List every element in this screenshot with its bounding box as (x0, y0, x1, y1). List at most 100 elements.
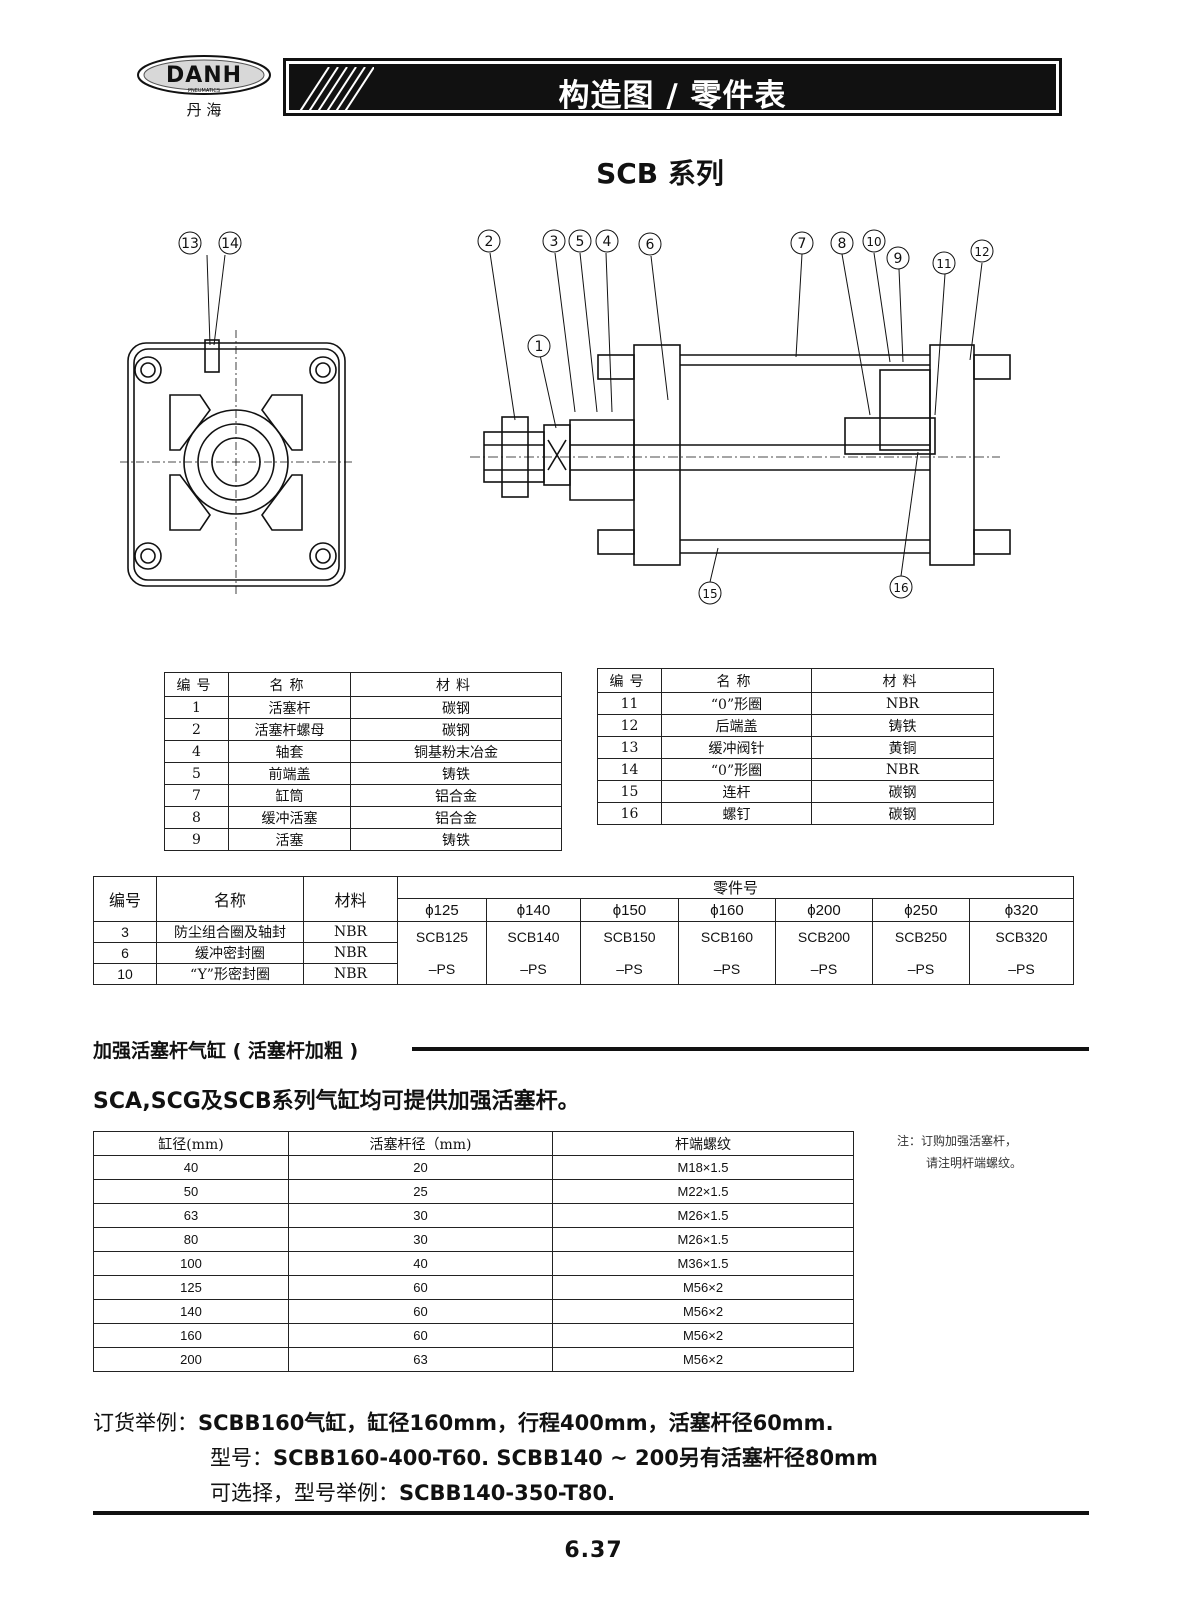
code-cell: SCB320–PS (969, 921, 1074, 985)
callout-4: 4 (595, 229, 619, 253)
logo-cn: 丹 海 (187, 101, 222, 119)
callout-13: 13 (178, 231, 202, 255)
cell-no: 5 (164, 762, 229, 785)
cell-name: 前端盖 (228, 762, 351, 785)
bore-cell: ϕ160 (678, 898, 776, 922)
section-rule (412, 1047, 1089, 1051)
callout-16: 16 (889, 575, 913, 599)
rod-cell: M18×1.5 (552, 1155, 854, 1180)
bore-cell: ϕ320 (969, 898, 1074, 922)
svg-text:3: 3 (550, 234, 559, 250)
rod-cell: 200 (93, 1347, 289, 1372)
rod-cell: 100 (93, 1251, 289, 1276)
note-line-1: 注：订购加强活塞杆， (897, 1134, 1018, 1148)
cell-no: 14 (597, 758, 662, 781)
rod-cell: M56×2 (552, 1347, 854, 1372)
callout-3: 3 (542, 229, 566, 253)
rod-cell: 60 (288, 1275, 553, 1300)
cell-name: “0”形圈 (661, 692, 812, 715)
cell-no: 11 (597, 692, 662, 715)
bore-cell: ϕ140 (486, 898, 581, 922)
cell-no: 8 (164, 806, 229, 829)
callout-10: 10 (862, 229, 886, 253)
seal-name: 防尘组合圈及轴封 (156, 921, 304, 943)
order-example: 订货举例：SCBB160气缸，缸径160mm，行程400mm，活塞杆径60mm.… (93, 1406, 878, 1511)
cell-material: 铸铁 (350, 762, 562, 785)
svg-text:2: 2 (485, 234, 494, 250)
cell-material: NBR (811, 692, 994, 715)
callout-5: 5 (568, 229, 592, 253)
callout-7: 7 (790, 231, 814, 255)
code-cell: SCB125–PS (397, 921, 487, 985)
code-cell: SCB140–PS (486, 921, 581, 985)
order-label-2: 型号： (210, 1446, 273, 1470)
cell-no: 1 (164, 696, 229, 719)
rod-cell: M56×2 (552, 1275, 854, 1300)
cell-material: 铸铁 (350, 828, 562, 851)
header-no: 编号 (597, 668, 662, 693)
cell-material: 碳钢 (350, 696, 562, 719)
leader-lines (206, 252, 983, 583)
page-number: 6.37 (564, 1538, 623, 1563)
cell-name: 轴套 (228, 740, 351, 763)
order-note: 注：订购加强活塞杆， 请注明杆端螺纹。 (897, 1130, 1022, 1174)
side-view (470, 344, 1011, 566)
cell-name: 缸筒 (228, 784, 351, 807)
order-line-2: SCBB160-400-T60. SCBB140 ~ 200另有活塞杆径80mm (273, 1446, 878, 1470)
rod-cell: 20 (288, 1155, 553, 1180)
seal-material: NBR (303, 921, 398, 943)
bottom-rule (93, 1511, 1089, 1515)
callout-11: 11 (932, 251, 956, 275)
rod-cell: 160 (93, 1323, 289, 1348)
logo-text: DANH (166, 63, 242, 88)
order-line-3: SCBB140-350-T80. (399, 1481, 616, 1505)
order-label: 订货举例： (93, 1411, 198, 1435)
cell-name: 螺钉 (661, 802, 812, 825)
cell-material: 铜基粉末冶金 (350, 740, 562, 763)
code-cell: SCB200–PS (775, 921, 873, 985)
rod-cell: 60 (288, 1323, 553, 1348)
svg-text:12: 12 (974, 245, 989, 259)
seal-material: NBR (303, 942, 398, 964)
header-no: 编号 (164, 672, 229, 697)
callout-15: 15 (698, 581, 722, 605)
svg-text:5: 5 (576, 234, 585, 250)
code-cell: SCB250–PS (872, 921, 970, 985)
cell-name: “0”形圈 (661, 758, 812, 781)
cell-material: 碳钢 (811, 780, 994, 803)
rod-cell: 125 (93, 1275, 289, 1300)
svg-text:15: 15 (702, 587, 717, 601)
svg-text:14: 14 (221, 236, 239, 252)
code-cell: SCB150–PS (580, 921, 679, 985)
svg-text:10: 10 (866, 235, 881, 249)
cell-no: 4 (164, 740, 229, 763)
cell-no: 13 (597, 736, 662, 759)
rod-cell: 140 (93, 1299, 289, 1324)
cell-no: 9 (164, 828, 229, 851)
rod-cell: 25 (288, 1179, 553, 1204)
header-rod: 活塞杆径（mm) (288, 1131, 553, 1156)
callout-2: 2 (477, 229, 501, 253)
code-cell: SCB160–PS (678, 921, 776, 985)
table-header-row: 编号 名称 材料 (597, 668, 994, 693)
header-name: 名称 (156, 876, 304, 922)
seal-name: “Y”形密封圈 (156, 963, 304, 985)
header-name: 名称 (661, 668, 812, 693)
header-banner: 构造图 / 零件表 (283, 58, 1062, 116)
header-no: 编号 (93, 876, 157, 922)
rod-cell: 50 (93, 1179, 289, 1204)
cell-name: 缓冲活塞 (228, 806, 351, 829)
cell-name: 活塞杆螺母 (228, 718, 351, 741)
order-line-1: SCBB160气缸，缸径160mm，行程400mm，活塞杆径60mm. (198, 1411, 834, 1435)
cell-material: 铝合金 (350, 784, 562, 807)
